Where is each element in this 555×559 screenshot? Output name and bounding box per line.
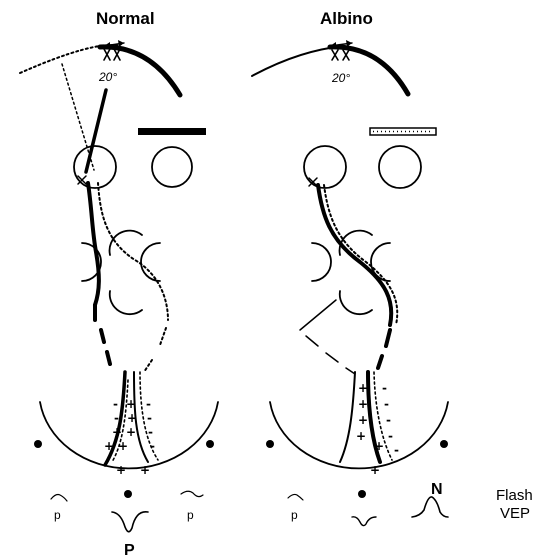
svg-text:+: +	[358, 381, 368, 395]
svg-text:+: +	[140, 463, 150, 477]
svg-text:+: +	[104, 439, 114, 453]
svg-text:+: +	[358, 397, 368, 411]
albino-left-wave-label: p	[291, 508, 298, 522]
normal-right-eye	[152, 147, 192, 187]
normal-right-wave-label: p	[187, 508, 194, 522]
albino-right-eye	[379, 146, 421, 188]
normal-field-cross-marks	[104, 49, 120, 60]
albino-chiasm-bottom-arc	[340, 291, 372, 314]
normal-polarity-signs: - + - - + - + + - + + - + +	[104, 397, 155, 477]
albino-ipsilateral-dashed	[306, 336, 355, 374]
normal-chiasm-right-arc	[141, 243, 160, 281]
vep-label: VEP	[500, 505, 530, 522]
svg-text:+: +	[126, 397, 136, 411]
normal-center-waveform	[112, 512, 148, 532]
albino-crossing-tract-dotted	[324, 185, 397, 325]
normal-center-wave-label: P	[124, 542, 135, 559]
flash-label: Flash	[496, 487, 533, 504]
albino-electrode-left	[266, 440, 274, 448]
normal-electrode-right	[206, 440, 214, 448]
normal-chiasm-bottom-arc	[110, 291, 142, 314]
albino-cortex-left-bank	[340, 372, 355, 462]
albino-panel: Albino 20° + - +	[252, 9, 448, 526]
svg-text:+: +	[127, 411, 137, 425]
svg-text:+: +	[370, 463, 380, 477]
normal-panel: Normal 20° -	[20, 9, 218, 559]
normal-electrode-center	[124, 490, 132, 498]
svg-text:-: -	[147, 411, 152, 425]
normal-right-waveform	[181, 491, 203, 496]
svg-text:+: +	[358, 413, 368, 427]
normal-stimulus-bar	[138, 128, 206, 135]
normal-angle-label: 20°	[98, 70, 117, 84]
albino-stimulus-bar	[370, 128, 436, 135]
svg-text:+: +	[126, 425, 136, 439]
svg-text:-: -	[146, 397, 151, 411]
albino-left-waveform	[288, 494, 303, 500]
normal-solid-projection	[86, 90, 106, 172]
albino-left-eye	[304, 146, 346, 188]
normal-chiasm-top-arc	[110, 231, 142, 255]
svg-text:-: -	[386, 413, 391, 427]
normal-crossing-tract	[98, 183, 168, 320]
svg-text:+: +	[118, 439, 128, 453]
svg-text:-: -	[150, 439, 155, 453]
svg-text:-: -	[384, 397, 389, 411]
normal-left-waveform	[51, 495, 67, 502]
albino-angle-label: 20°	[331, 71, 350, 85]
albino-crossing-dashed	[378, 330, 390, 368]
svg-text:+: +	[374, 439, 384, 453]
albino-right-waveform	[412, 497, 448, 517]
albino-title: Albino	[320, 9, 373, 28]
svg-text:+: +	[356, 429, 366, 443]
normal-left-wave-label: p	[54, 508, 61, 522]
normal-title: Normal	[96, 9, 155, 28]
svg-text:-: -	[382, 381, 387, 395]
normal-electrode-left	[34, 440, 42, 448]
albino-field-cross-marks	[332, 50, 349, 60]
svg-text:+: +	[116, 463, 126, 477]
svg-text:+: +	[112, 425, 122, 439]
svg-text:-: -	[148, 425, 153, 439]
albino-ipsilateral-thin	[300, 300, 336, 330]
svg-text:-: -	[388, 429, 393, 443]
albino-right-wave-label: N	[431, 481, 443, 498]
albino-center-waveform	[352, 517, 376, 526]
normal-dashed-tract	[95, 305, 110, 364]
svg-text:-: -	[114, 411, 119, 425]
svg-text:-: -	[113, 397, 118, 411]
albino-electrode-right	[440, 440, 448, 448]
svg-text:-: -	[394, 443, 399, 457]
normal-dotted-radiation	[144, 328, 166, 372]
albino-electrode-center	[358, 490, 366, 498]
albino-chiasm-left-arc	[312, 243, 331, 281]
